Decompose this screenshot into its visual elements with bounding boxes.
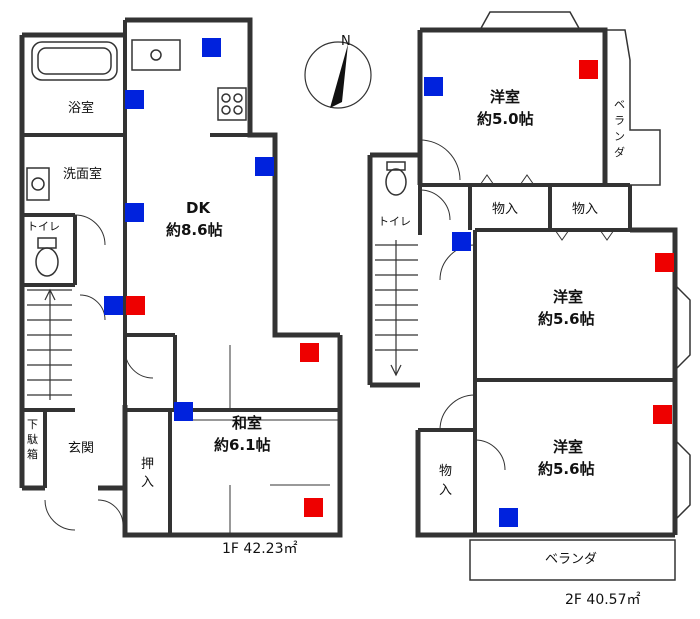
veranda-top-char: ダ [614,145,625,159]
washbasin [26,167,50,201]
red-marker [300,343,319,362]
red-marker [579,60,598,79]
washitsu-name-label: 和室 [232,414,262,432]
getabako-char: 駄 [27,432,38,446]
bath-label: 浴室 [68,100,94,116]
floor-2-interior-walls [418,155,675,535]
getabako-char: 箱 [27,447,38,461]
veranda-bottom-outline [469,539,676,581]
floor-1-doors [44,214,154,531]
floor-2-plan [367,11,691,581]
youshitsu-2-size-label: 約5.6帖 [538,310,595,328]
floor-1-outer-walls [19,17,343,538]
floor-1-labels: 浴室 洗面室 トイレ DK 約8.6帖 和室 約6.1帖 玄関 下 駄 箱 押 … [27,100,298,557]
red-marker [653,405,672,424]
veranda-top-char: ラ [614,114,625,127]
floor-2-area-label: 2F 40.57㎡ [565,592,641,608]
closet-3-char: 物 [439,464,452,479]
compass-needle [330,44,348,108]
blue-marker [255,157,274,176]
genkan-label: 玄関 [68,441,94,456]
veranda-bottom-label: ベランダ [545,552,597,567]
youshitsu-1-size-label: 約5.0帖 [477,110,534,128]
oshiire-char: 入 [141,475,154,490]
floor-1-plan [19,17,343,538]
blue-marker [104,296,123,315]
red-marker [304,498,323,517]
blue-marker [125,203,144,222]
youshitsu-2-name-label: 洋室 [553,288,583,306]
stove [217,87,247,121]
toilet-2f-label: トイレ [378,215,411,228]
toilet-1f-label: トイレ [27,220,60,233]
compass-north-label: N [341,34,351,49]
toilet-1f [35,237,59,277]
youshitsu-3-name-label: 洋室 [553,438,583,456]
bathtub [31,41,118,81]
youshitsu-1-name-label: 洋室 [490,88,520,106]
closet-3-char: 入 [439,483,452,498]
bay-window-right [674,284,691,521]
tatami-lines [175,345,340,535]
oshiire-char: 押 [141,457,154,472]
closet-2-label: 物入 [572,202,598,217]
blue-marker [202,38,221,57]
blue-marker [125,90,144,109]
getabako-char: 下 [27,418,38,431]
washitsu-size-label: 約6.1帖 [214,436,271,454]
floor-2-labels: 洋室 約5.0帖 洋室 約5.6帖 洋室 約5.6帖 トイレ 物入 物入 物 入… [378,88,641,608]
stairs-1f [27,288,72,400]
red-marker [655,253,674,272]
blue-marker [424,77,443,96]
blue-marker [499,508,518,527]
dk-size-label: 約8.6帖 [166,221,223,239]
red-marker [126,296,145,315]
veranda-top-char: ン [614,130,625,143]
kitchen-sink [131,39,181,71]
markers [104,38,674,527]
blue-marker [174,402,193,421]
bay-window-top [479,11,661,186]
youshitsu-3-size-label: 約5.6帖 [538,460,595,478]
floor-1-interior-walls [22,20,340,535]
washroom-label: 洗面室 [63,166,102,182]
stairs-2f [375,240,418,377]
veranda-top-char: ベ [614,98,625,111]
compass-circle [304,41,372,109]
floor-2-doors [419,139,615,471]
dk-name-label: DK [186,199,211,217]
toilet-2f [385,161,407,196]
floor-1-area-label: 1F 42.23㎡ [222,541,298,557]
compass: N [304,34,372,109]
closet-1-label: 物入 [492,202,518,217]
blue-marker [452,232,471,251]
floor-2-outer-walls [367,27,678,538]
